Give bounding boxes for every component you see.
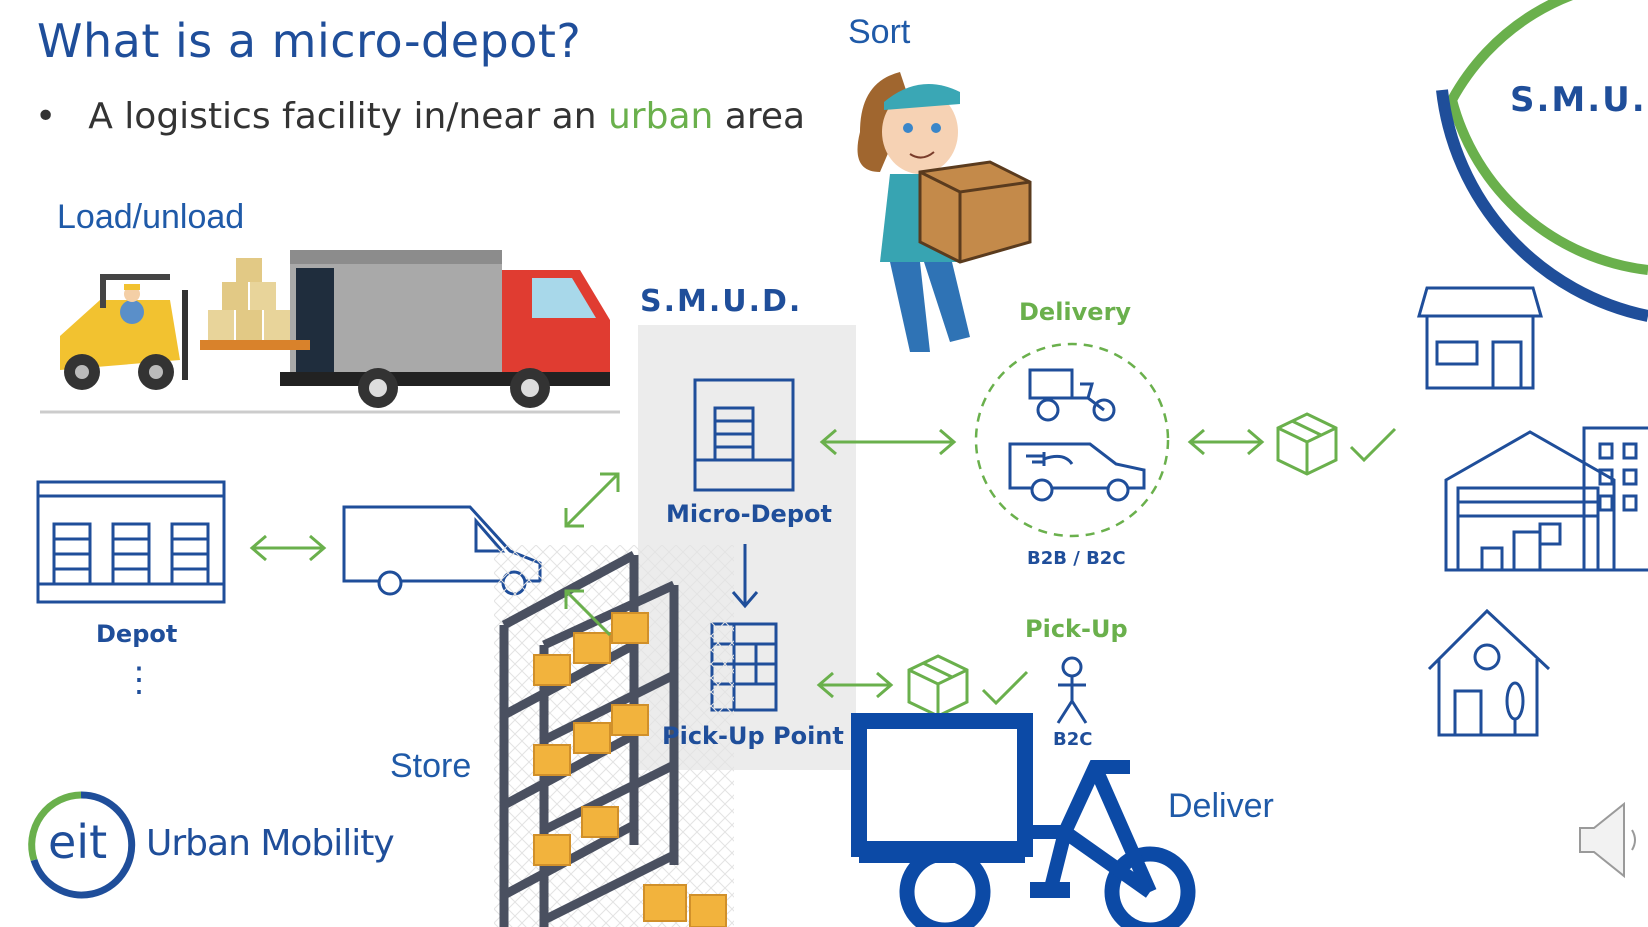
label-deliver: Deliver [1168,787,1274,825]
bullet-text-post: area [713,96,806,137]
double-arrow-depot-van [249,534,327,562]
label-load-unload: Load/unload [57,198,245,236]
depot-ellipsis: ⋮ [122,661,156,699]
micro-depot-building-icon [693,378,795,492]
person-icon [1056,656,1088,724]
house-icon [1427,608,1551,737]
urban-mobility-text: Urban Mobility [146,823,395,864]
label-sort: Sort [848,13,911,51]
forklift-truck-illustration [40,250,620,414]
bullet-text-highlight: urban [607,96,714,137]
bullet-marker: • [35,96,57,137]
slide-title: What is a micro-depot? [37,14,582,68]
depot-building-icon [36,480,226,604]
bullet-point: • A logistics facility in/near an urban a… [35,96,805,137]
double-arrow-delivery-package [1187,428,1265,456]
pickup-checkmark-icon [981,670,1029,706]
diagonal-arrow-van-microdepot [564,472,620,528]
storage-rack-illustration [494,545,734,927]
eit-logo-text: eit [48,815,108,869]
down-arrow-microdepot-pickup [731,544,759,609]
double-arrow-locker-pickup [816,671,894,699]
smud-corner-logo: S.M.U.D. [1510,80,1648,120]
label-delivery: Delivery [1019,298,1132,326]
checkmark-icon [1349,427,1397,463]
smud-logo: S.M.U.D. [640,284,803,319]
label-pickup-point: Pick-Up Point [662,722,844,750]
speaker-icon[interactable] [1578,800,1638,880]
label-pickup: Pick-Up [1025,615,1128,643]
package-icon [1276,412,1338,476]
diagonal-arrow-store-van [564,589,612,637]
bullet-text-pre: A logistics facility in/near an [88,96,608,137]
shop-icon [1417,286,1543,390]
label-depot: Depot [96,620,178,648]
label-store: Store [390,747,472,785]
double-arrow-microdepot-delivery [819,428,957,456]
label-b2c: B2C [1053,729,1093,750]
pickup-package-icon [907,654,969,718]
worker-carrying-box-illustration [857,72,1032,352]
cargo-bike-icon [851,713,1196,927]
delivery-vehicles-circle [974,342,1170,538]
warehouse-office-icon [1444,426,1648,572]
label-b2b-b2c: B2B / B2C [1027,548,1126,569]
eit-logo-ring [28,791,136,899]
label-micro-depot: Micro-Depot [666,500,832,528]
